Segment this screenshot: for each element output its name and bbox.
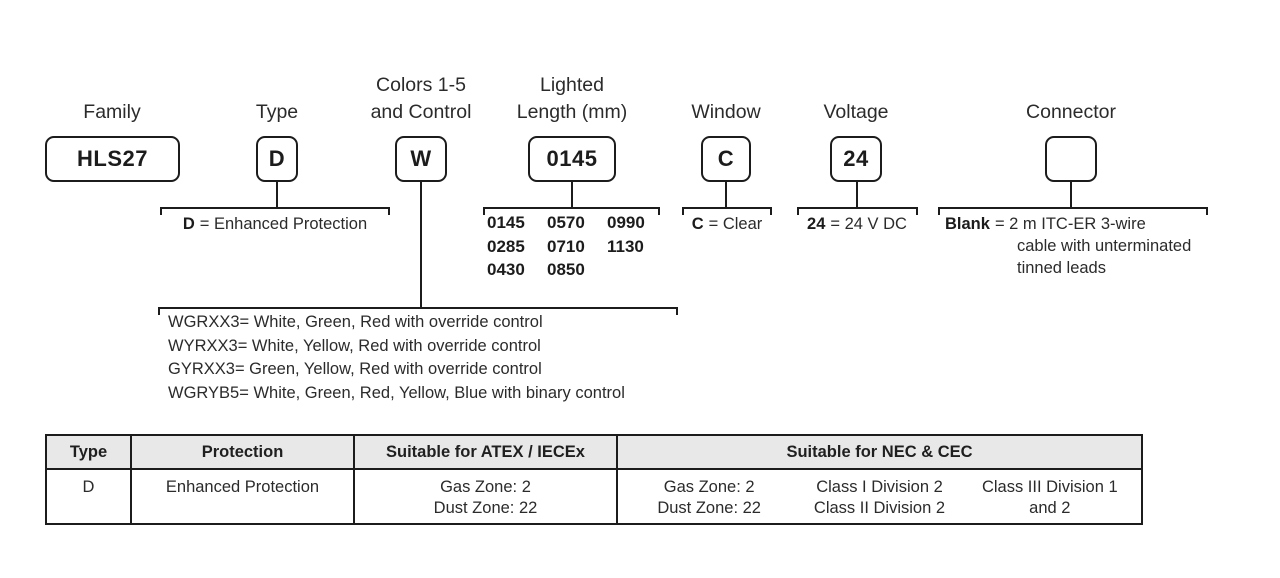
- colors-note-code: WYRXX3: [168, 336, 238, 355]
- spec-cell-type: D: [47, 470, 132, 523]
- connector-note-line: tinned leads: [1017, 259, 1106, 277]
- spec-table-header-type: Type: [47, 436, 132, 468]
- nec-class-block: Class I Division 2 Class II Division 2: [794, 477, 964, 519]
- colors-note-code: WGRXX3: [168, 313, 240, 331]
- colors-note-list: WGRXX3= White, Green, Red with override …: [168, 311, 625, 406]
- label-line: Type: [255, 101, 299, 123]
- length-option: 0145: [487, 213, 525, 232]
- label-line: Lighted: [540, 74, 604, 96]
- type-stem-line: [276, 182, 278, 208]
- length-option: 0285: [487, 236, 525, 256]
- spec-table-header-nec: Suitable for NEC & CEC: [786, 442, 973, 461]
- nec-class-line: Class II Division 2: [813, 499, 946, 517]
- nec-class3-line: Class III Division 1: [981, 478, 1118, 496]
- colors-stem-line: [420, 182, 422, 308]
- voltage-note-code: 24: [807, 215, 826, 233]
- atex-zone-line: Dust Zone: 22: [433, 499, 538, 517]
- nec-zone-line: Gas Zone: 2: [663, 478, 755, 496]
- colors-note-desc: = White, Green, Red, Yellow, Blue with b…: [239, 384, 625, 403]
- label-line: Window: [691, 101, 761, 123]
- type-note: D= Enhanced Protection: [183, 213, 367, 235]
- field-label-voltage: Voltage: [823, 99, 888, 126]
- type-bracket: [160, 207, 390, 215]
- spec-table: Type Protection Suitable for ATEX / IECE…: [45, 434, 1143, 525]
- field-label-window: Window: [691, 99, 760, 126]
- nec-zone-line: Dust Zone: 22: [657, 499, 761, 517]
- colors-note-line: GYRXX3= Green, Yellow, Red with override…: [168, 358, 625, 382]
- colors-note-desc: = White, Green, Red with override contro…: [239, 313, 543, 331]
- connector-stem-line: [1070, 182, 1072, 208]
- connector-note-code: Blank: [945, 215, 990, 233]
- nec-class-line: Class I Division 2: [816, 478, 943, 496]
- spec-table-row: D Enhanced Protection Gas Zone: 2 Dust Z…: [47, 470, 1141, 523]
- colors-note-code: GYRXX3: [168, 360, 235, 379]
- type-code-box: D: [256, 136, 298, 182]
- field-label-colors: Colors 1-5 and Control: [371, 72, 472, 126]
- spec-table-header-row: Type Protection Suitable for ATEX / IECE…: [47, 436, 1141, 470]
- colors-bracket: [158, 307, 678, 315]
- spec-cell-atex: Gas Zone: 2 Dust Zone: 22: [355, 470, 618, 523]
- window-bracket: [682, 207, 772, 215]
- family-code-box: HLS27: [45, 136, 180, 182]
- field-label-connector: Connector: [1026, 99, 1116, 126]
- length-options-grid: 0145 0570 0990 0285 0710 1130 0430 0850: [487, 211, 667, 282]
- connector-code-box: [1045, 136, 1097, 182]
- colors-note-line: WYRXX3= White, Yellow, Red with override…: [168, 335, 625, 359]
- label-line: Family: [83, 101, 141, 123]
- type-note-code: D: [182, 215, 195, 233]
- field-label-type: Type: [256, 99, 298, 126]
- connector-note-line: cable with unterminated: [1017, 237, 1192, 255]
- voltage-bracket: [797, 207, 918, 215]
- nec-class3-block: Class III Division 1 and 2: [965, 477, 1135, 519]
- length-code-box: 0145: [528, 136, 616, 182]
- nec-zone-block: Gas Zone: 2 Dust Zone: 22: [624, 477, 794, 519]
- length-option: 0850: [547, 260, 585, 279]
- label-line: Colors 1-5: [376, 74, 466, 96]
- colors-note-desc: = White, Yellow, Red with override contr…: [237, 336, 541, 355]
- length-option: 0570: [547, 213, 585, 232]
- voltage-note: 24= 24 V DC: [807, 213, 907, 235]
- label-line: Length (mm): [516, 101, 628, 123]
- type-note-desc: = Enhanced Protection: [199, 215, 368, 233]
- length-option: 0990: [607, 213, 645, 232]
- colors-note-line: WGRYB5= White, Green, Red, Yellow, Blue …: [168, 382, 625, 406]
- length-option: 1130: [607, 236, 644, 256]
- window-code-box: C: [701, 136, 751, 182]
- connector-note-line: Blank= 2 m ITC-ER 3-wire: [945, 213, 1191, 235]
- voltage-stem-line: [856, 182, 858, 208]
- length-option: 0710: [547, 236, 585, 256]
- voltage-code-box: 24: [830, 136, 882, 182]
- spec-table-header-atex: Suitable for ATEX / IECEx: [355, 436, 618, 468]
- length-bracket: [483, 207, 660, 215]
- window-note-code: C: [691, 215, 704, 233]
- label-line: Connector: [1026, 101, 1116, 123]
- spec-table-header-protection: Protection: [132, 436, 355, 468]
- window-stem-line: [725, 182, 727, 208]
- connector-bracket: [938, 207, 1208, 215]
- spec-cell-nec: Gas Zone: 2 Dust Zone: 22 Class I Divisi…: [618, 470, 1141, 523]
- connector-note: Blank= 2 m ITC-ER 3-wire cable with unte…: [945, 213, 1191, 279]
- label-line: Voltage: [823, 101, 889, 123]
- length-option: 0430: [487, 260, 525, 279]
- atex-zone-line: Gas Zone: 2: [440, 478, 531, 496]
- label-line: and Control: [370, 101, 472, 123]
- colors-note-code: WGRYB5: [168, 384, 240, 403]
- voltage-note-desc: = 24 V DC: [830, 215, 907, 233]
- field-label-family: Family: [83, 99, 140, 126]
- connector-note-desc: = 2 m ITC-ER 3-wire: [994, 215, 1146, 233]
- colors-note-desc: = Green, Yellow, Red with override contr…: [234, 360, 542, 379]
- window-note-desc: = Clear: [708, 215, 763, 233]
- length-option: [607, 258, 667, 282]
- colors-note-line: WGRXX3= White, Green, Red with override …: [168, 311, 625, 335]
- window-note: C= Clear: [692, 213, 763, 235]
- spec-cell-protection: Enhanced Protection: [132, 470, 355, 523]
- length-stem-line: [571, 182, 573, 208]
- colors-code-box: W: [395, 136, 447, 182]
- nec-class3-line: and 2: [1029, 499, 1071, 517]
